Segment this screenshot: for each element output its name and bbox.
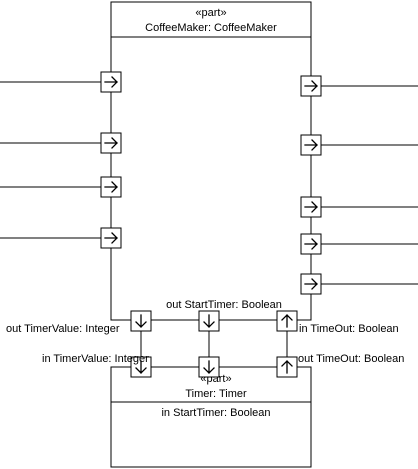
starttimer-in-port[interactable] <box>198 356 220 378</box>
arrow-down-icon <box>135 314 147 328</box>
timervalue-in-port[interactable] <box>130 356 152 378</box>
flow-port[interactable] <box>300 233 322 255</box>
coffeemaker-part[interactable]: «part» CoffeeMaker: CoffeeMaker <box>110 1 312 321</box>
flow-port[interactable] <box>300 273 322 295</box>
timer-box[interactable] <box>110 366 312 468</box>
arrow-right-icon <box>304 201 318 213</box>
coffeemaker-left-ports <box>100 71 122 249</box>
timervalue-out-label: out TimerValue: Integer <box>6 323 120 335</box>
timervalue-out-port[interactable] <box>130 310 152 332</box>
arrow-down-icon <box>203 360 215 374</box>
arrow-up-icon <box>281 360 293 374</box>
flow-port[interactable] <box>300 134 322 156</box>
right-external-flows <box>321 85 418 285</box>
arrow-right-icon <box>104 232 118 244</box>
arrow-down-icon <box>203 314 215 328</box>
timer-part[interactable]: «part» Timer: Timer in StartTimer: Boole… <box>110 366 312 468</box>
starttimer-out-port[interactable] <box>198 310 220 332</box>
timer-top-ports <box>130 356 298 378</box>
timer-title: Timer: Timer <box>185 388 247 400</box>
flow-port[interactable] <box>100 132 122 154</box>
port-labels: out StartTimer: Boolean out TimerValue: … <box>6 299 404 365</box>
arrow-down-icon <box>135 360 147 374</box>
part-connectors <box>140 331 288 357</box>
arrow-right-icon <box>304 139 318 151</box>
arrow-right-icon <box>304 80 318 92</box>
timeout-in-port[interactable] <box>276 310 298 332</box>
timeout-in-label: in TimeOut: Boolean <box>299 323 399 335</box>
coffeemaker-right-ports <box>300 75 322 295</box>
flow-port[interactable] <box>100 176 122 198</box>
arrow-right-icon <box>104 181 118 193</box>
coffeemaker-box[interactable] <box>110 1 312 321</box>
arrow-right-icon <box>304 238 318 250</box>
flow-port[interactable] <box>100 227 122 249</box>
coffeemaker-stereotype: «part» <box>195 7 226 19</box>
timervalue-in-label: in TimerValue: Integer <box>42 353 149 365</box>
flow-port[interactable] <box>300 75 322 97</box>
arrow-right-icon <box>104 137 118 149</box>
flow-port[interactable] <box>300 196 322 218</box>
arrow-right-icon <box>104 76 118 88</box>
arrow-up-icon <box>281 314 293 328</box>
timer-compartment-property: in StartTimer: Boolean <box>161 407 270 419</box>
left-external-flows <box>0 81 101 239</box>
timeout-out-port[interactable] <box>276 356 298 378</box>
arrow-right-icon <box>304 278 318 290</box>
coffeemaker-bottom-ports <box>130 310 298 332</box>
starttimer-out-label: out StartTimer: Boolean <box>166 299 282 311</box>
timeout-out-label: out TimeOut: Boolean <box>298 353 404 365</box>
flow-port[interactable] <box>100 71 122 93</box>
coffeemaker-title: CoffeeMaker: CoffeeMaker <box>145 22 277 34</box>
